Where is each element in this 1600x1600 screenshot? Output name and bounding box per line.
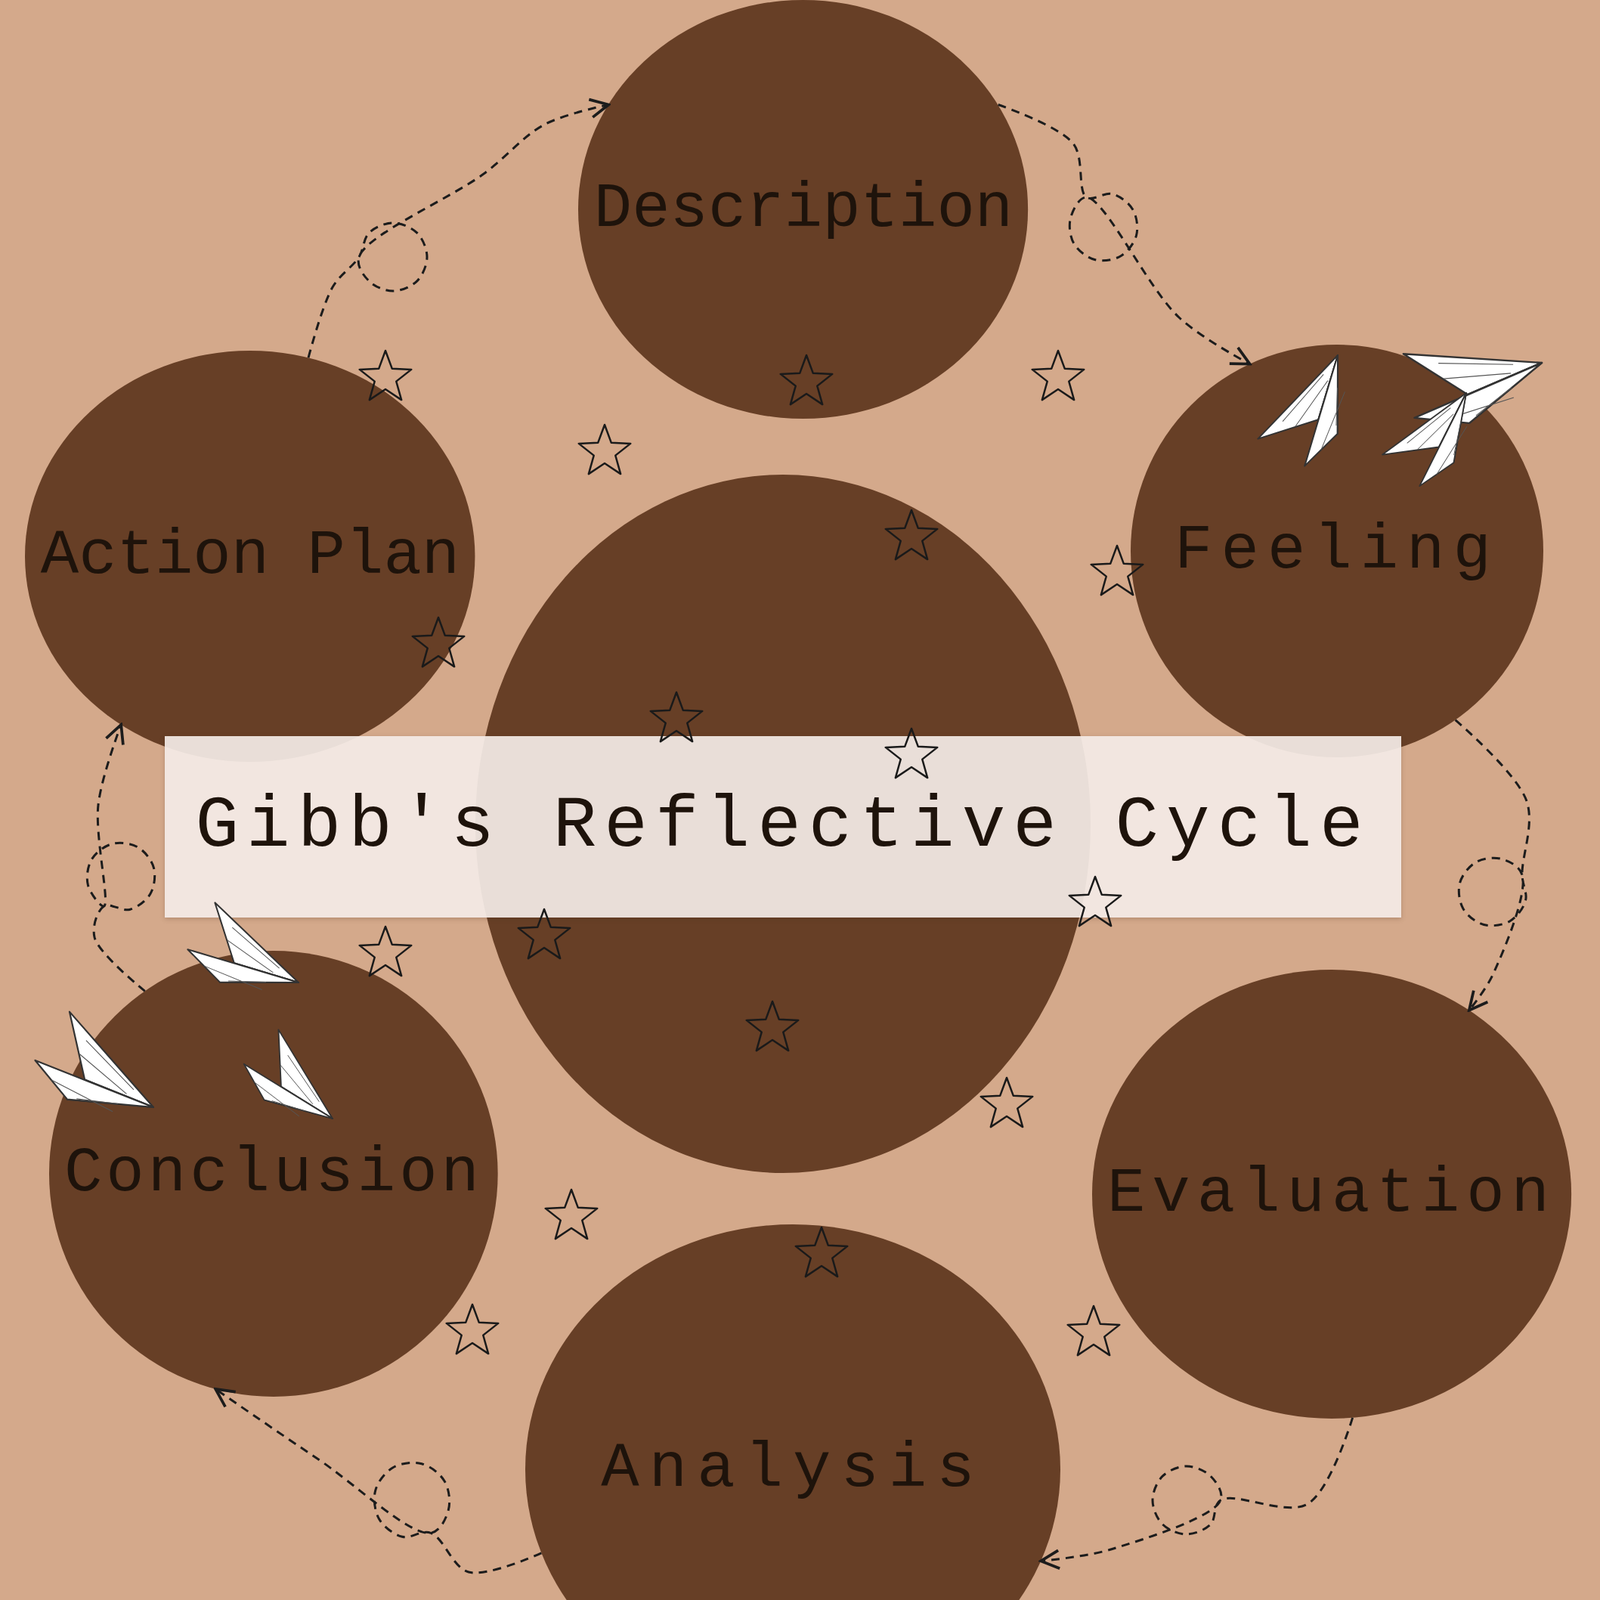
title-tape: Gibb's Reflective Cycle (164, 736, 1401, 918)
circle-fill (578, 0, 1028, 419)
star (545, 1189, 598, 1239)
star (981, 1077, 1033, 1127)
star (446, 1304, 499, 1354)
star (518, 909, 570, 959)
star (795, 1227, 848, 1277)
circle-fill (49, 950, 499, 1397)
stage-circle: Evaluation (1092, 969, 1572, 1419)
paper-plane (1374, 393, 1494, 496)
paper-plane (1388, 327, 1542, 446)
stage-circle: Feeling (1130, 344, 1544, 758)
stage-label: Analysis (600, 1432, 985, 1507)
star (1091, 545, 1143, 595)
star (650, 692, 703, 742)
paper-plane (236, 1022, 333, 1141)
stage-circle: Analysis (525, 1224, 1061, 1600)
stage-circle: Conclusion (49, 950, 499, 1397)
cycle-arrow (215, 1389, 542, 1573)
cycle-arrow (998, 105, 1251, 365)
stage-label: Description (594, 173, 1014, 247)
star (1069, 876, 1121, 926)
star (746, 1001, 799, 1051)
stage-label: Evaluation (1107, 1157, 1557, 1232)
circle-shape (525, 1224, 1061, 1600)
star (885, 510, 938, 560)
paper-plane (174, 889, 299, 1024)
cycle-arrow (86, 724, 155, 992)
star (780, 355, 833, 405)
star (885, 728, 938, 778)
cycle-arrow (308, 105, 609, 359)
star (412, 617, 465, 667)
stage-circle: Description (578, 0, 1028, 419)
stage-circle: Action Plan (24, 350, 475, 762)
star (1032, 350, 1084, 400)
circle-fill (1130, 344, 1544, 758)
circle-fill (1092, 969, 1572, 1419)
star (359, 350, 412, 400)
circle-fill (24, 350, 475, 762)
circle-fill (525, 1224, 1061, 1600)
star (1067, 1305, 1120, 1356)
stage-label: Action Plan (40, 519, 461, 594)
title-text: Gibb's Reflective Cycle (194, 785, 1371, 869)
star (578, 424, 631, 474)
stage-label: Feeling (1174, 514, 1500, 589)
star (359, 926, 412, 976)
cycle-arrow (1040, 1417, 1353, 1562)
paper-plane (1244, 355, 1379, 480)
paper-plane (22, 999, 154, 1147)
cycle-arrow (1455, 720, 1530, 1011)
stage-label: Conclusion (64, 1137, 483, 1211)
